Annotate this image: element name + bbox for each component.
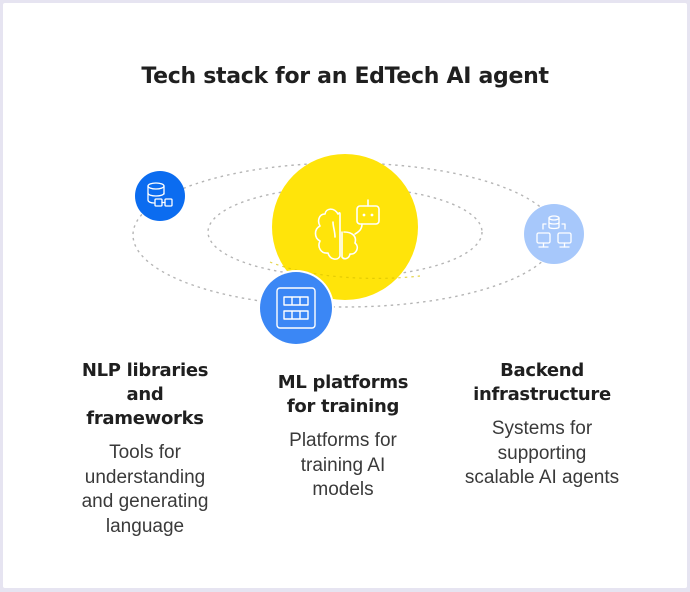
nlp-node: [135, 171, 185, 221]
nlp-description: Tools for understanding and generating l…: [62, 441, 228, 539]
grid-panel-icon: [276, 287, 316, 329]
backend-description-line: scalable AI agents: [464, 467, 620, 488]
backend-description: Systems for supporting scalable AI agent…: [448, 417, 636, 491]
ml-description-line: models: [312, 479, 374, 500]
ml-description-line: Platforms for: [289, 430, 397, 451]
diagram-title: Tech stack for an EdTech AI agent: [141, 64, 549, 89]
center-hub: [269, 154, 421, 300]
nlp-description-line: and generating: [81, 491, 209, 512]
backend-heading-line: Backend: [500, 360, 584, 381]
nlp-heading-line: NLP libraries: [81, 360, 209, 381]
backend-description-line: supporting: [497, 442, 587, 464]
server-network-icon: [536, 215, 572, 248]
brain-robot-icon: [314, 199, 380, 260]
nlp-description-line: understanding: [84, 466, 206, 488]
backend-heading-line: infrastructure: [473, 384, 611, 405]
ml-column: ML platforms for training Platforms for …: [258, 371, 428, 503]
nlp-heading: NLP libraries and frameworks: [62, 359, 228, 431]
ml-description-line: training AI: [300, 454, 386, 476]
backend-description-line: Systems for: [491, 418, 593, 439]
database-nodes-icon: [147, 182, 173, 207]
ml-heading-line: ML platforms: [277, 372, 409, 393]
nlp-description-line: language: [105, 515, 185, 537]
nlp-heading-line: and: [126, 384, 164, 405]
ml-heading: ML platforms for training: [258, 371, 428, 419]
ml-description: Platforms for training AI models: [258, 429, 428, 503]
backend-column: Backend infrastructure Systems for suppo…: [448, 359, 636, 491]
nlp-column: NLP libraries and frameworks Tools for u…: [62, 359, 228, 539]
nlp-heading-line: frameworks: [86, 408, 204, 429]
backend-heading: Backend infrastructure: [448, 359, 636, 407]
ml-node: [258, 270, 334, 346]
backend-node: [524, 204, 584, 264]
ml-heading-line: for training: [286, 396, 400, 417]
nlp-description-line: Tools for: [109, 442, 181, 463]
